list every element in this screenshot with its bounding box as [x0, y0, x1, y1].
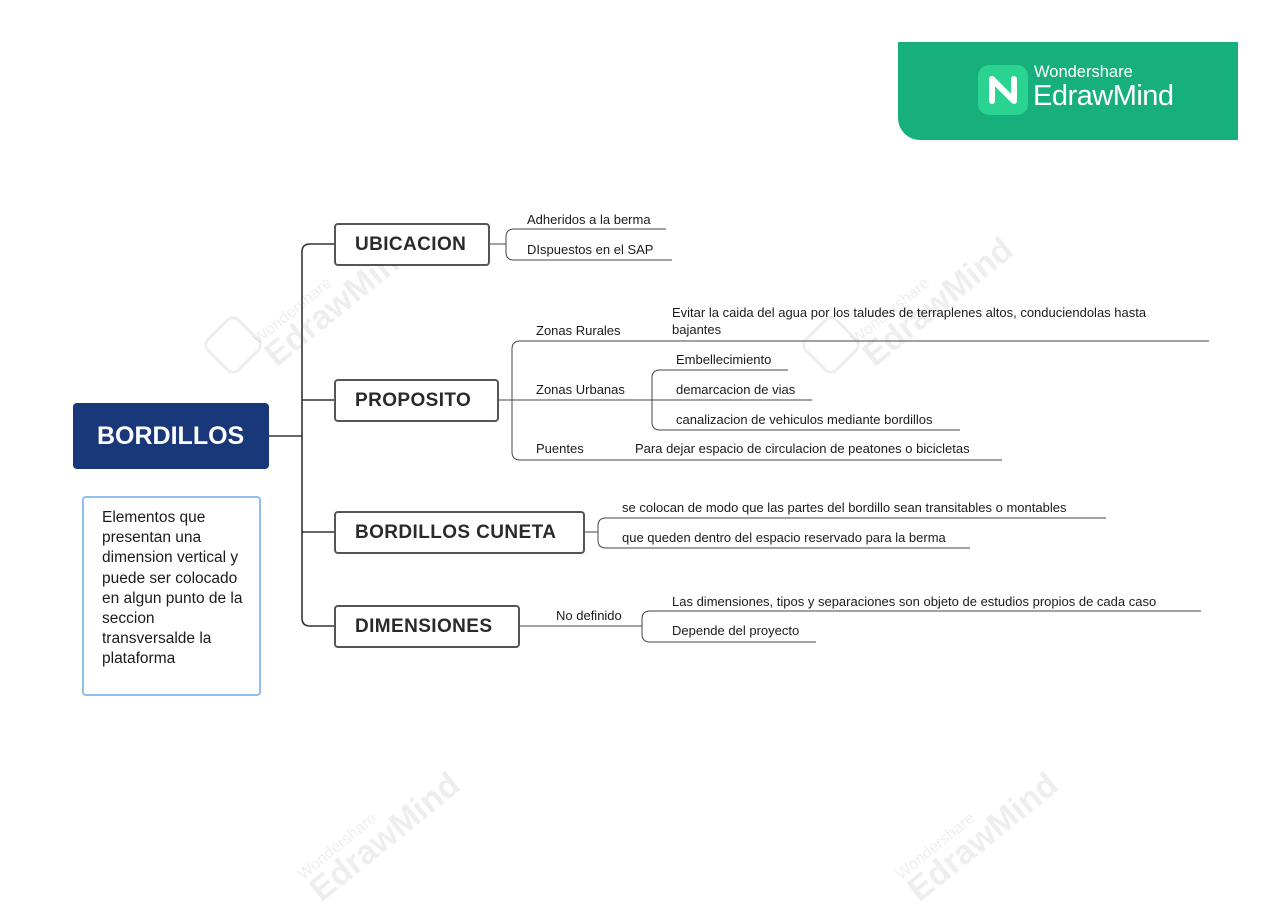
brand-company: Wondershare	[1034, 63, 1133, 81]
subtopic-no-definido[interactable]: No definido	[556, 608, 622, 623]
root-note[interactable]: Elementos que presentan una dimension ve…	[82, 496, 261, 696]
edrawmind-logo-icon	[978, 65, 1028, 115]
subtopic-cuneta-transitables[interactable]: se colocan de modo que las partes del bo…	[622, 500, 1067, 515]
subtopic-zonas-urbanas[interactable]: Zonas Urbanas	[536, 382, 625, 397]
subtopic-puentes-detail[interactable]: Para dejar espacio de circulacion de pea…	[635, 441, 970, 456]
subtopic-cuneta-berma[interactable]: que queden dentro del espacio reservado …	[622, 530, 946, 545]
subtopic-adheridos[interactable]: Adheridos a la berma	[527, 212, 651, 227]
subtopic-zonas-rurales[interactable]: Zonas Rurales	[536, 323, 621, 338]
subtopic-depende[interactable]: Depende del proyecto	[672, 623, 800, 638]
subtopic-rurales-detail[interactable]: Evitar la caida del agua por los taludes…	[672, 305, 1147, 337]
subtopic-estudios[interactable]: Las dimensiones, tipos y separaciones so…	[672, 594, 1157, 609]
subtopic-demarcacion[interactable]: demarcacion de vias	[676, 382, 796, 397]
subtopic-canalizacion[interactable]: canalizacion de vehiculos mediante bordi…	[676, 412, 933, 427]
topic-ubicacion[interactable]: UBICACION	[334, 223, 490, 266]
brand-product: EdrawMind	[1033, 80, 1174, 112]
subtopic-puentes[interactable]: Puentes	[536, 441, 584, 456]
topic-bordillos-cuneta[interactable]: BORDILLOS CUNETA	[334, 511, 585, 554]
subtopic-embellecimiento[interactable]: Embellecimiento	[676, 352, 772, 367]
root-topic[interactable]: BORDILLOS	[73, 403, 269, 469]
subtopic-dispuestos[interactable]: DIspuestos en el SAP	[527, 242, 654, 257]
topic-dimensiones[interactable]: DIMENSIONES	[334, 605, 520, 648]
topic-proposito[interactable]: PROPOSITO	[334, 379, 499, 422]
brand-banner: Wondershare EdrawMind	[898, 42, 1238, 140]
